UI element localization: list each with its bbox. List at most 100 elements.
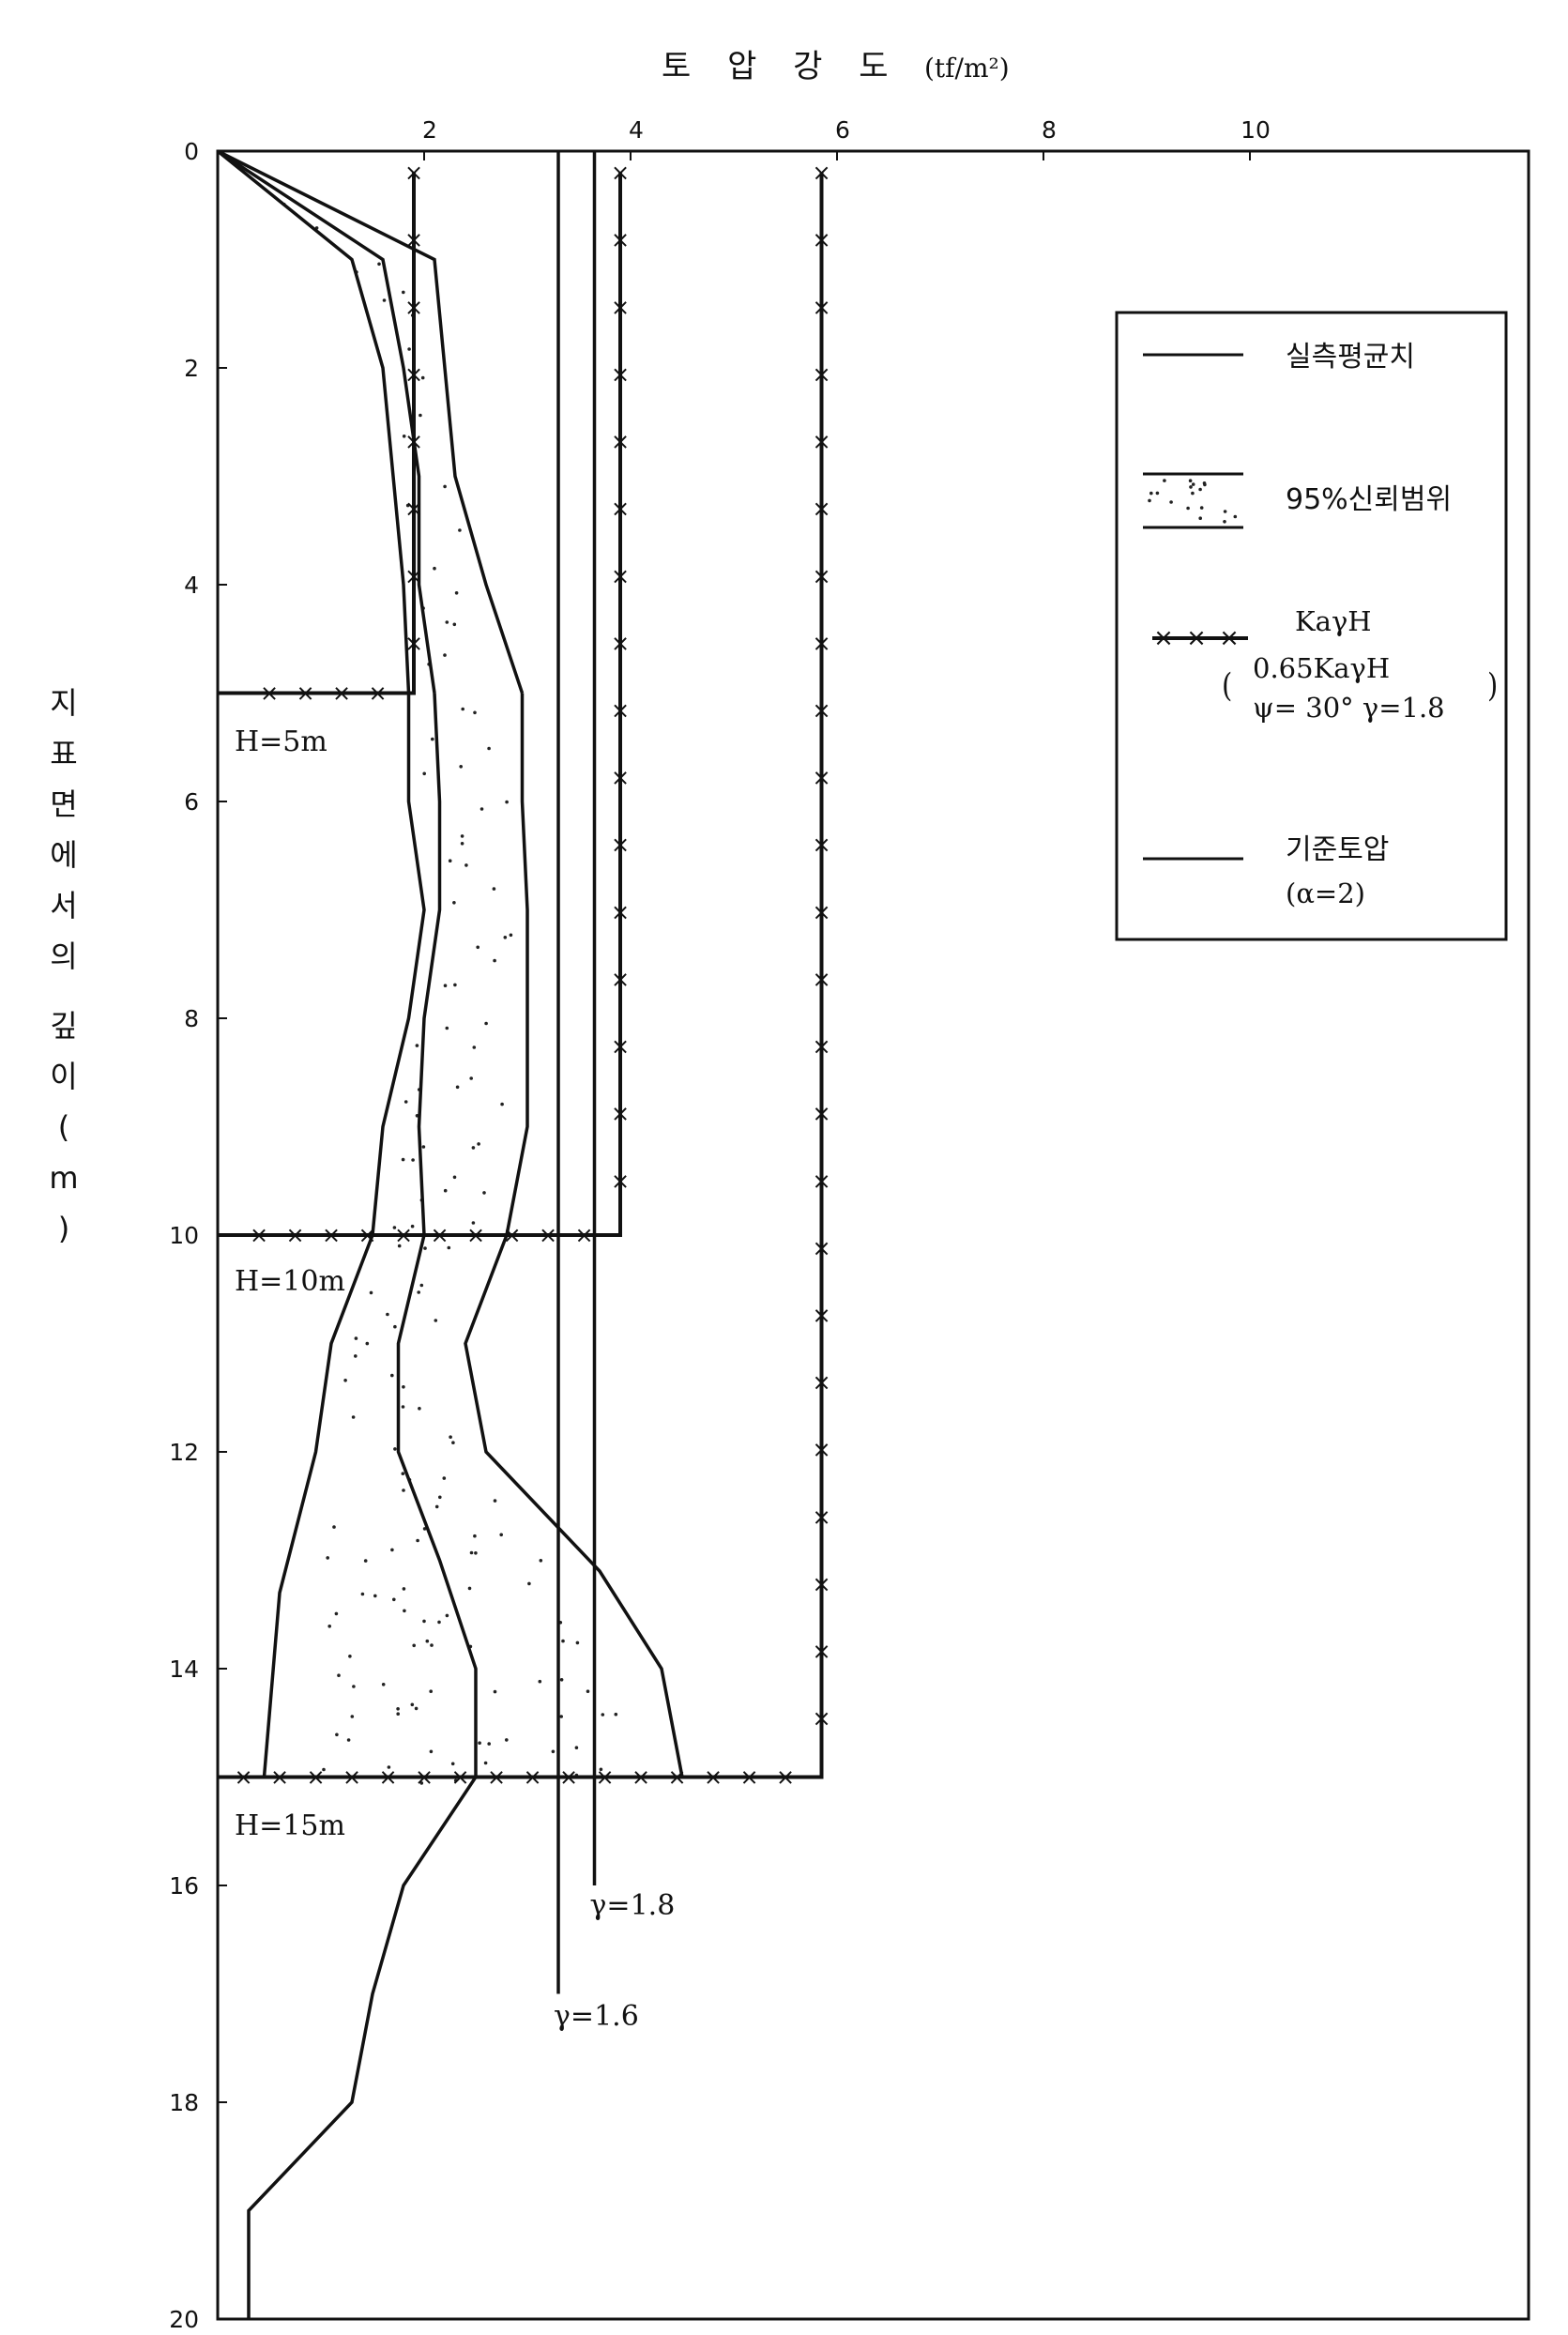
karh_5-marker: × <box>404 294 423 320</box>
x-tick-label: 6 <box>835 116 850 144</box>
karh_15-marker: × <box>812 1705 830 1732</box>
legend: 실측평균치 95%신뢰범위 ××× KaγH ( 0.65KaγH ψ= 30°… <box>1115 311 1508 941</box>
legend-karh-label: KaγH <box>1295 605 1372 637</box>
legend-confidence-label: 95%신뢰범위 <box>1286 483 1452 516</box>
karh_15-marker: × <box>343 1764 361 1791</box>
h15_band-stipple <box>322 1244 618 1785</box>
karh_15-marker: × <box>812 1033 830 1060</box>
karh_10-marker: × <box>430 1222 449 1248</box>
karh_5-marker: × <box>404 630 423 656</box>
karh_15-marker: × <box>667 1764 686 1791</box>
legend-stipple-dot <box>1155 491 1160 496</box>
karh_10-marker: × <box>358 1222 376 1248</box>
karh_10-marker: × <box>611 1168 630 1194</box>
karh_5-marker: × <box>404 563 423 589</box>
karh_10-marker: × <box>611 294 630 320</box>
legend-stipple-dot <box>1233 514 1238 519</box>
karh_10-marker: × <box>611 227 630 253</box>
h5_mean-line <box>217 149 436 694</box>
h5_band-fill <box>218 151 523 694</box>
legend-karh-paren-close: ) <box>1487 665 1498 704</box>
karh_5-marker: × <box>404 361 423 388</box>
karh_15-marker: × <box>450 1764 469 1791</box>
karh_15-marker: × <box>812 227 830 253</box>
karh_15-line <box>218 173 824 1779</box>
karh_5-marker: × <box>404 429 423 455</box>
karh_15-marker: × <box>812 1302 830 1328</box>
h15_band-fill <box>264 1235 682 1778</box>
karh_15-marker: × <box>559 1764 578 1791</box>
y-axis-label-char: 지 <box>50 685 77 721</box>
gamma-label: γ=1.8 <box>590 1889 676 1922</box>
karh_10-marker: × <box>466 1222 485 1248</box>
karh_15-marker: × <box>632 1764 650 1791</box>
karh_10-marker: × <box>322 1222 341 1248</box>
karh_15-marker: × <box>776 1764 795 1791</box>
karh_10-marker: × <box>539 1222 557 1248</box>
h10_band-upper-line <box>505 693 529 1236</box>
h15_band-upper-line <box>464 1234 684 1778</box>
wall-height-label: H=10m <box>235 1265 345 1298</box>
karh_10-marker: × <box>394 1222 413 1248</box>
x-tick-label: 2 <box>422 116 437 144</box>
y-tick-label: 16 <box>169 1872 199 1900</box>
karh_15-marker: × <box>812 1369 830 1396</box>
legend-stipple-dot <box>1198 487 1202 492</box>
karh_15-marker: × <box>487 1764 506 1791</box>
y-tick-label: 0 <box>184 138 199 165</box>
karh_5-marker: × <box>368 680 387 707</box>
y-axis-label-char: 이 <box>50 1059 77 1094</box>
karh_5-marker: × <box>404 160 423 186</box>
legend-stipple-dot <box>1186 506 1190 511</box>
y-tick-label: 14 <box>169 1656 199 1683</box>
karh_15-marker: × <box>812 1168 830 1194</box>
legend-cross-marker: × <box>1219 624 1240 652</box>
karh_10-marker: × <box>611 496 630 522</box>
legend-standard-label: 기준토압 <box>1286 833 1389 866</box>
y-axis-label-char: 의 <box>50 939 77 974</box>
legend-karh-sub1: 0.65KaγH <box>1253 652 1390 684</box>
karh_10-marker: × <box>611 832 630 858</box>
legend-stipple-dot <box>1191 491 1195 496</box>
karh_15-marker: × <box>812 496 830 522</box>
karh_15-marker: × <box>595 1764 614 1791</box>
karh_10-marker: × <box>250 1222 268 1248</box>
h5_band-lower-line <box>216 149 411 694</box>
h10_mean-line <box>417 693 442 1236</box>
x-tick-label: 10 <box>1241 116 1271 144</box>
legend-stipple-dot <box>1198 516 1202 520</box>
y-tick-label: 8 <box>184 1005 199 1032</box>
karh_10-marker: × <box>611 361 630 388</box>
karh_15-marker: × <box>378 1764 397 1791</box>
karh_15-marker: × <box>812 630 830 656</box>
karh_10-marker: × <box>611 1033 630 1060</box>
confidence-band-layer <box>218 151 682 1785</box>
legend-stipple-dot <box>1191 482 1195 486</box>
y-tick-label: 4 <box>184 572 199 599</box>
legend-cross-marker: × <box>1153 624 1174 652</box>
legend-stipple-dot <box>1148 498 1151 503</box>
karh_15-marker: × <box>812 429 830 455</box>
karh_10-marker: × <box>611 1101 630 1127</box>
wall-height-label: H=15m <box>235 1809 345 1842</box>
karh_15-marker: × <box>812 1639 830 1665</box>
legend-karh-sub2: ψ= 30° γ=1.8 <box>1253 692 1445 724</box>
karh_15-marker: × <box>812 1571 830 1597</box>
y-tick-label: 20 <box>169 2306 199 2333</box>
karh_5-markers: ×××××××××××× <box>260 160 423 706</box>
karh_15-marker: × <box>739 1764 758 1791</box>
karh_15-marker: × <box>812 1101 830 1127</box>
legend-stipple-dot <box>1169 500 1173 504</box>
chart-title-unit: (tf/m²) <box>924 53 1010 84</box>
karh_10-marker: × <box>611 697 630 724</box>
legend-box <box>1115 311 1508 941</box>
legend-stipple-dot <box>1163 479 1166 482</box>
legend-stipple-dot <box>1199 506 1204 510</box>
karh_10-marker: × <box>611 563 630 589</box>
karh_5-marker: × <box>332 680 351 707</box>
legend-stipple-dot <box>1188 479 1193 482</box>
series-lines-layer: × × × × × × × × × × × × × × × × × × × × × × × × × × × × × × × × × × × × × × × ×… <box>216 149 831 2319</box>
